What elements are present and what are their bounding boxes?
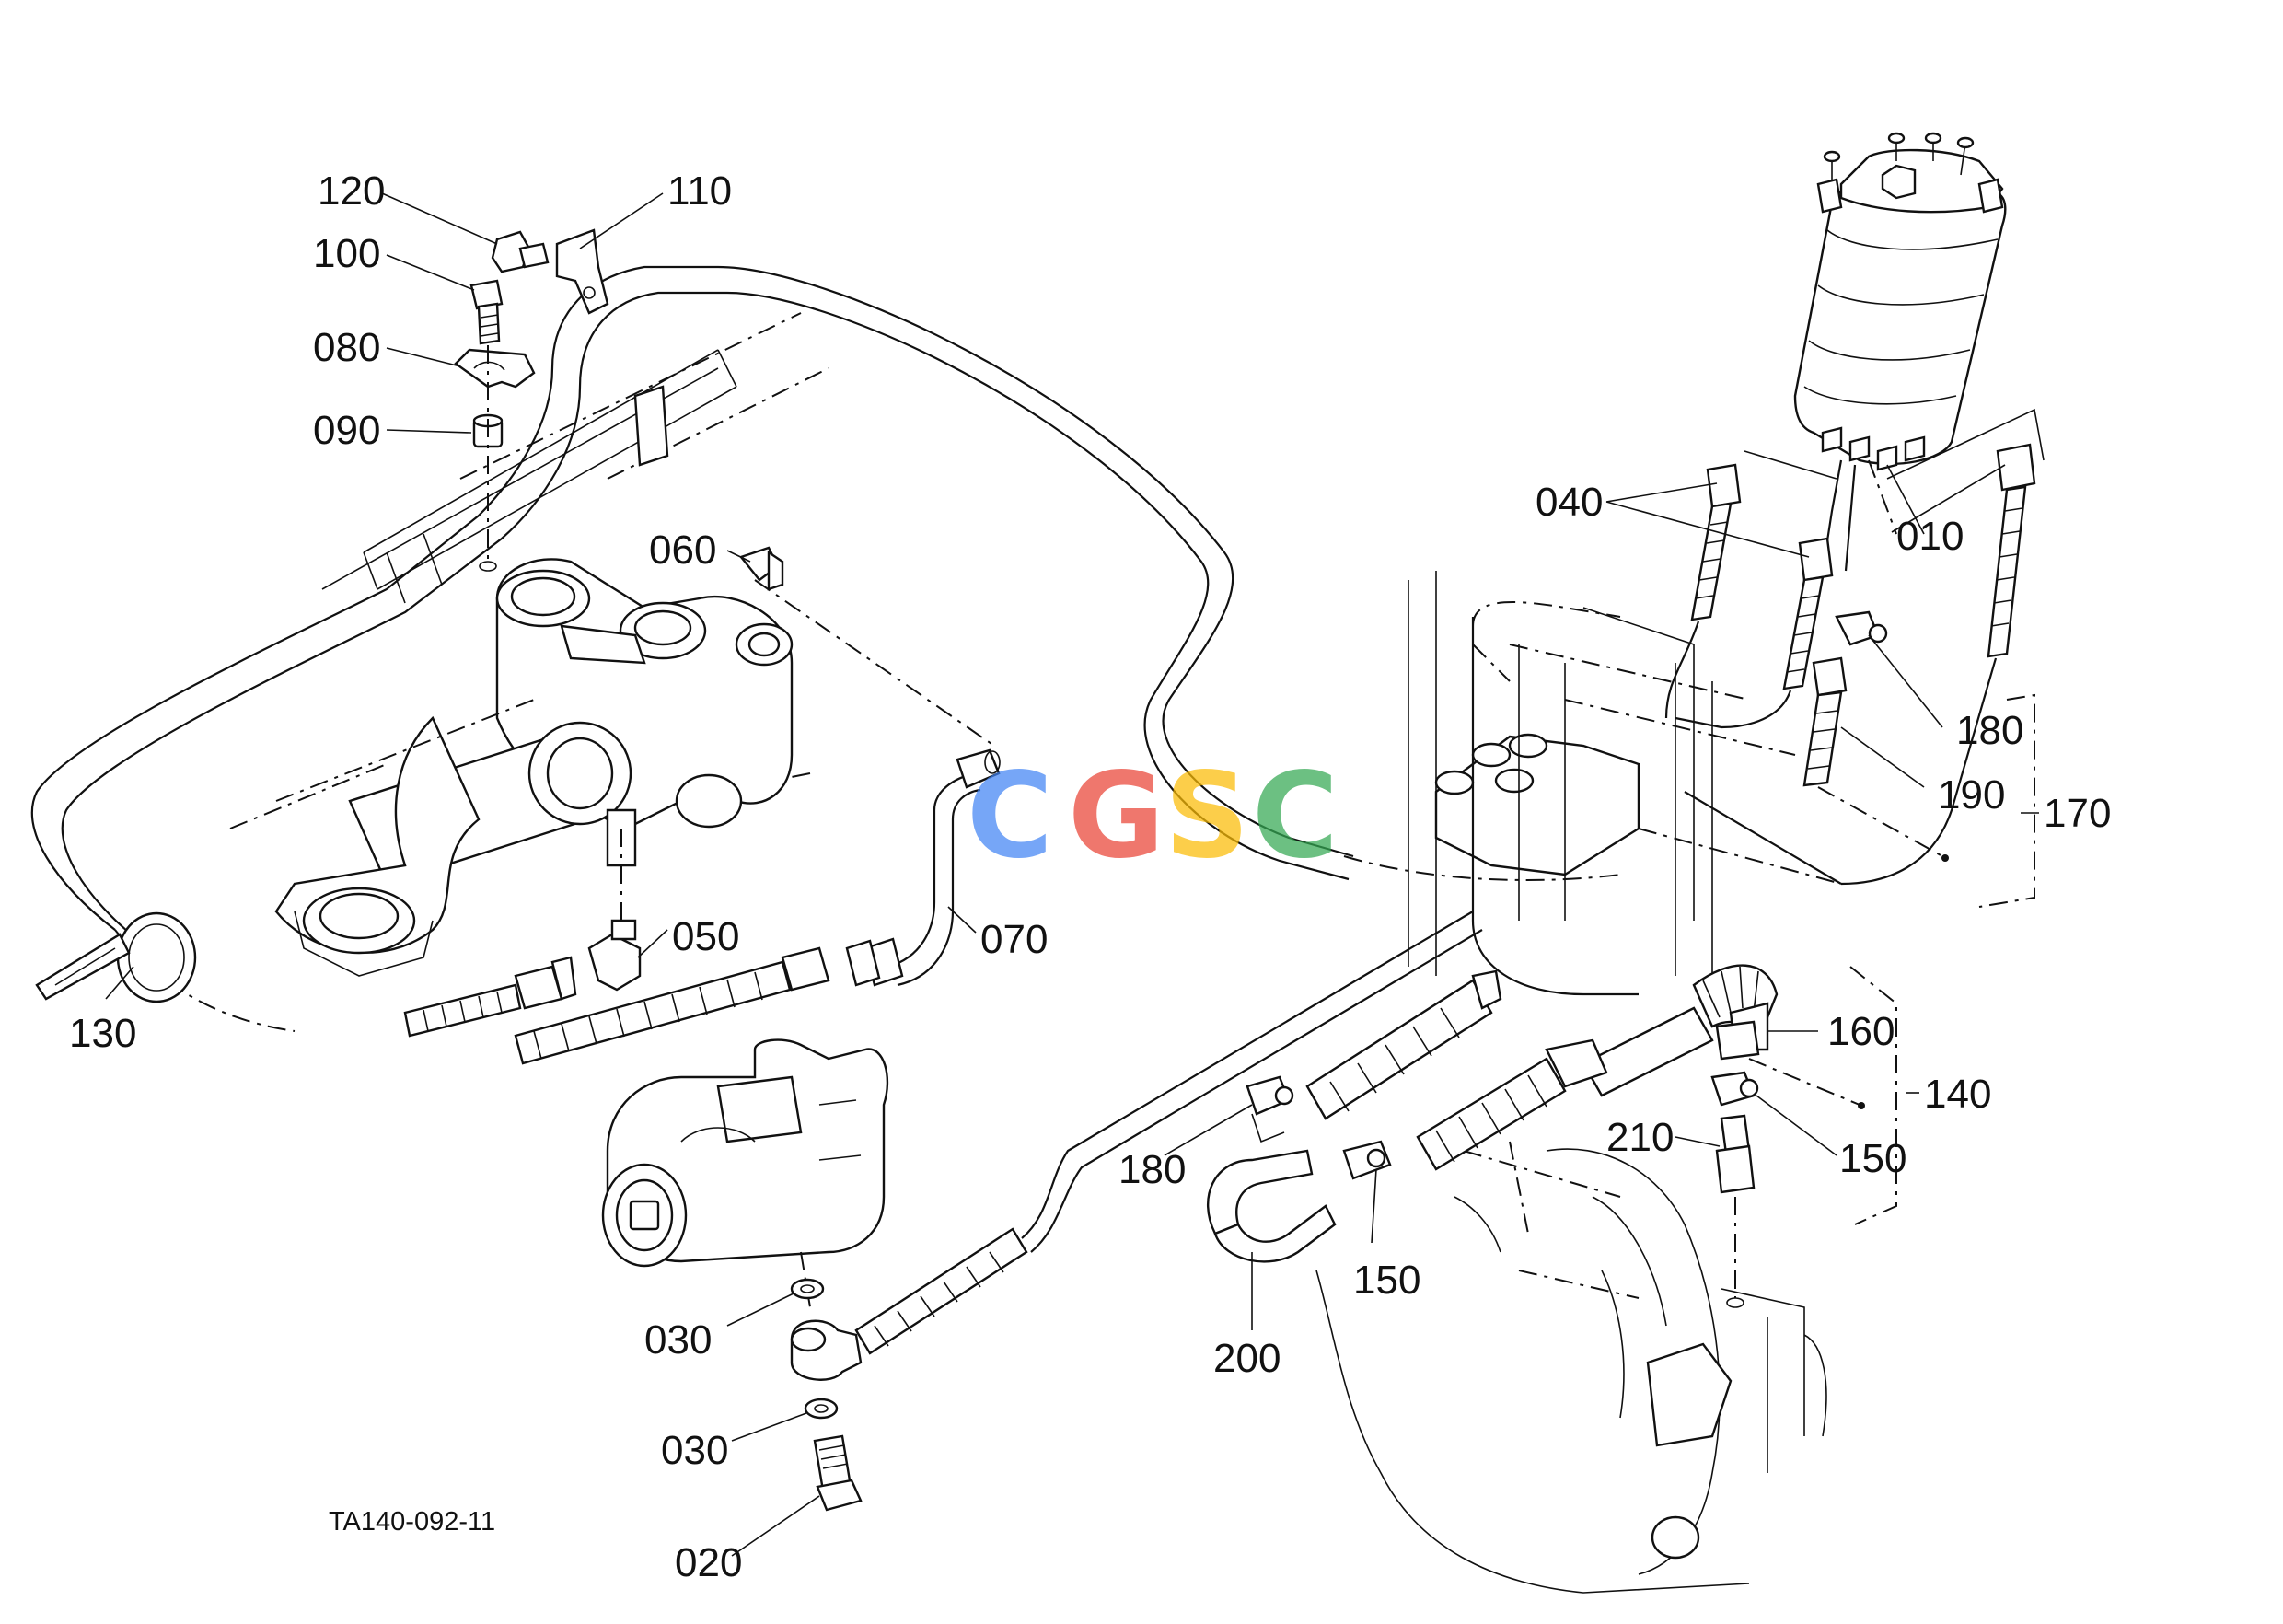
label-140: 140 [1924, 1072, 1991, 1117]
hose-band-130 [35, 911, 197, 1003]
label-020: 020 [675, 1540, 742, 1585]
elbow-fitting-050 [587, 829, 642, 992]
fitting-210 [1715, 1114, 1756, 1308]
elbow-fitting-060 [738, 546, 995, 747]
watermark-letter-c1: C [967, 748, 1053, 885]
hose-010 [1684, 443, 2036, 886]
control-valve-assembly [229, 312, 829, 977]
label-050: 050 [672, 914, 739, 959]
group-bracket-140 [1849, 966, 1897, 1225]
hydraulic-pump [601, 1038, 889, 1308]
label-120: 120 [318, 168, 385, 214]
hose-160 [1582, 964, 1865, 1109]
label-130: 130 [69, 1011, 136, 1056]
label-040: 040 [1536, 480, 1603, 525]
label-150-upper: 150 [1839, 1136, 1906, 1181]
clip-150-upper [1710, 1071, 1759, 1107]
mounting-hardware [454, 228, 609, 572]
label-010: 010 [1896, 514, 1964, 559]
group-bracket-170 [1978, 693, 2035, 908]
label-090: 090 [313, 408, 380, 453]
hose-200 [1206, 1149, 1337, 1263]
label-210: 210 [1606, 1115, 1674, 1160]
label-030-lower: 030 [661, 1428, 728, 1473]
hose-040-a [1664, 463, 1742, 719]
label-170: 170 [2044, 791, 2111, 836]
label-110: 110 [667, 168, 732, 214]
watermark-cgsc: C G S C [967, 748, 1339, 885]
label-190: 190 [1938, 772, 2005, 818]
watermark-letter-s: S [1165, 748, 1249, 885]
banjo-bolt-020 [813, 1434, 863, 1512]
label-030-upper: 030 [644, 1317, 712, 1363]
bolt-100 [469, 279, 504, 345]
label-070: 070 [980, 917, 1048, 962]
watermark-letter-g: G [1068, 748, 1165, 885]
hose-200-elbow-area [1305, 969, 1502, 1120]
label-060: 060 [649, 528, 716, 573]
washer-030-upper [790, 1278, 825, 1300]
return-hose-loop [30, 265, 1621, 1032]
label-160: 160 [1827, 1009, 1895, 1054]
label-100: 100 [313, 231, 380, 276]
label-180-upper: 180 [1956, 708, 2023, 753]
nut-120 [491, 230, 550, 273]
hose-040-b [1675, 537, 1834, 729]
label-080: 080 [313, 325, 380, 370]
bracket-110 [555, 228, 609, 315]
label-180-lower: 180 [1118, 1147, 1186, 1192]
clip-180-upper [1835, 610, 1888, 646]
drawing-code: TA140-092-11 [329, 1507, 495, 1537]
clamp-080 [454, 348, 536, 389]
label-150-lower: 150 [1353, 1258, 1420, 1303]
hose-070 [514, 939, 881, 1065]
hose-140-lower [1416, 1038, 1608, 1171]
clip-150-lower [1342, 1140, 1392, 1180]
power-steering-valve [1744, 132, 2045, 572]
hose-190 [1802, 656, 1949, 862]
watermark-letter-c2: C [1252, 748, 1339, 885]
leader-lines [105, 192, 2039, 1557]
washer-030-lower [804, 1398, 839, 1420]
banjo-bolt-assembly [790, 911, 1483, 1512]
label-200: 200 [1213, 1336, 1281, 1381]
transmission-housing [1315, 571, 1842, 1594]
clip-180-lower [1246, 1075, 1294, 1143]
part-labels: 120 100 080 090 110 060 050 070 130 030 … [69, 168, 2111, 1585]
hose-050 [403, 956, 577, 1038]
